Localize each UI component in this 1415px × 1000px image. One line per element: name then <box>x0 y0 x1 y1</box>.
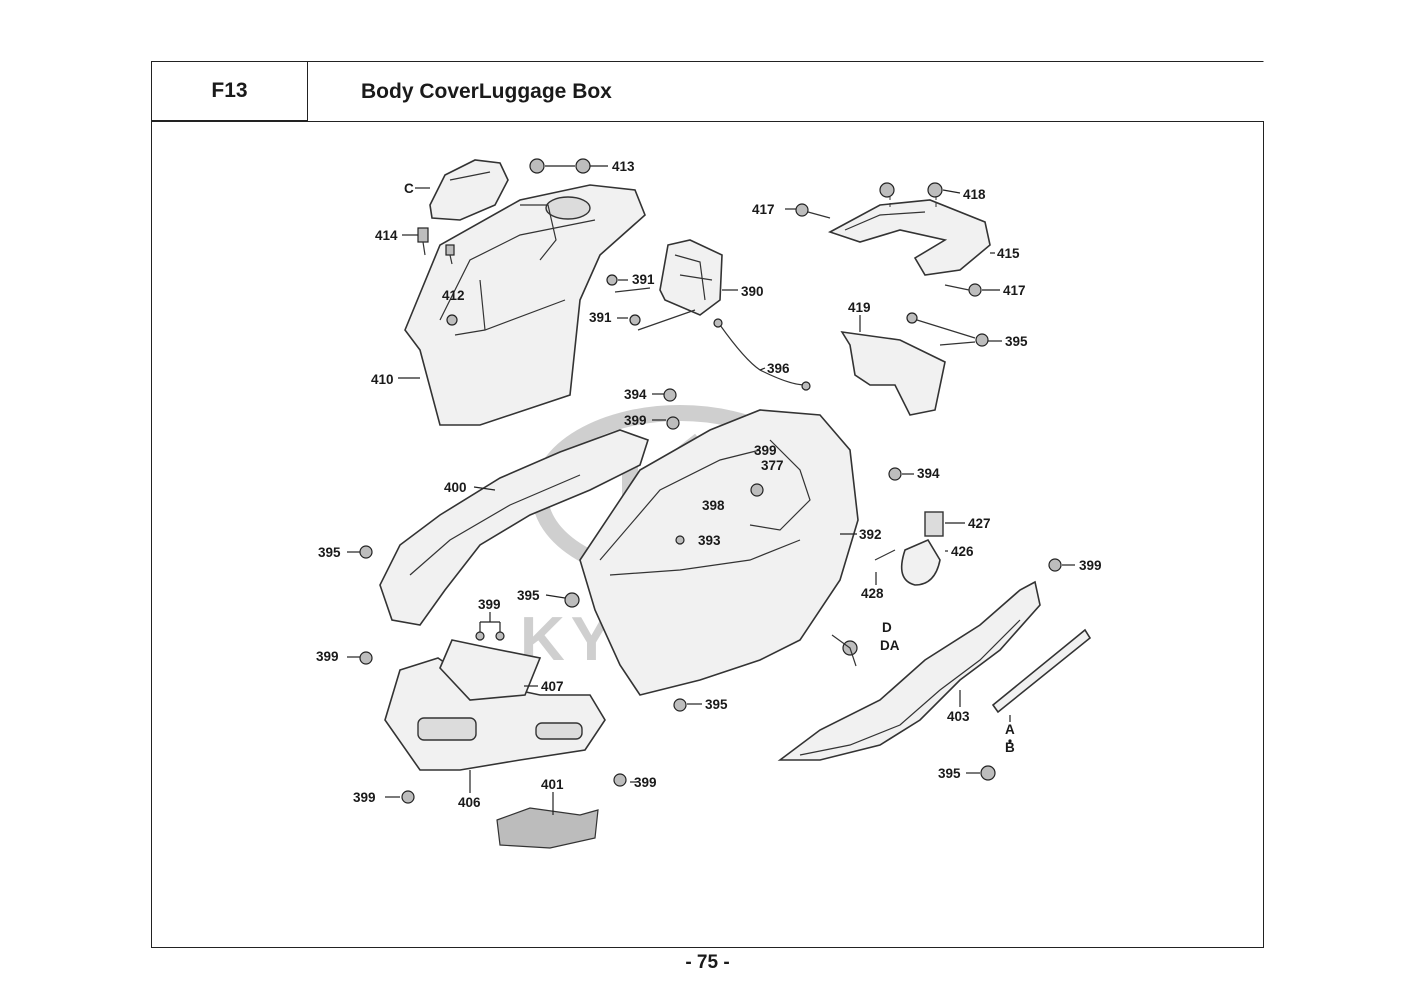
callout-400: 400 <box>444 480 467 495</box>
callout-391-upper: 391 <box>632 272 655 287</box>
callout-394-upper: 394 <box>624 387 647 402</box>
callout-410: 410 <box>371 372 394 387</box>
callout-391-lower: 391 <box>589 310 612 325</box>
hook-426 <box>874 511 944 586</box>
clip-412 <box>446 314 458 326</box>
callout-413: 413 <box>612 159 635 174</box>
callout-395-right-upper: 395 <box>1005 334 1028 349</box>
rear-carrier-415 <box>795 182 991 297</box>
callout-377: 377 <box>761 458 784 473</box>
callout-427: 427 <box>968 516 991 531</box>
callout-B: B <box>1005 740 1015 755</box>
bolt-414 <box>417 227 455 265</box>
callout-399-right: 399 <box>1079 558 1102 573</box>
diagram-frame <box>151 121 1264 948</box>
leader-lines <box>347 165 1075 815</box>
callout-DA: DA <box>880 638 900 653</box>
callout-labels: 413 C 414 412 410 391 391 390 396 418 41… <box>316 159 1102 810</box>
callout-395-lower: 395 <box>705 697 728 712</box>
callout-415: 415 <box>997 246 1020 261</box>
callout-399-bottom-left: 399 <box>353 790 376 805</box>
callout-399-upper: 399 <box>624 413 647 428</box>
callout-395-mid: 395 <box>517 588 540 603</box>
luggage-box-410 <box>404 184 646 426</box>
callout-412: 412 <box>442 288 465 303</box>
callout-398: 398 <box>702 498 725 513</box>
callout-407: 407 <box>541 679 564 694</box>
nut-413 <box>529 158 591 174</box>
callout-393: 393 <box>698 533 721 548</box>
callout-419: 419 <box>848 300 871 315</box>
fasteners <box>564 388 902 712</box>
page-title: Body CoverLuggage Box <box>307 61 1264 122</box>
callout-403: 403 <box>947 709 970 724</box>
callout-426: 426 <box>951 544 974 559</box>
callout-395-bottom-right: 395 <box>938 766 961 781</box>
front-body-cover-392 <box>579 409 859 696</box>
side-cover-400 <box>359 429 649 626</box>
callout-399-bottom-mid: 399 <box>634 775 657 790</box>
callout-D: D <box>882 620 892 635</box>
callout-395-left: 395 <box>318 545 341 560</box>
callout-390: 390 <box>741 284 764 299</box>
lock-D <box>831 634 858 667</box>
callout-394-right: 394 <box>917 466 940 481</box>
side-cover-403 <box>777 558 1062 781</box>
ab-separator-dot <box>1008 739 1012 743</box>
callout-C: C <box>404 181 414 196</box>
callout-392: 392 <box>859 527 882 542</box>
callout-418: 418 <box>963 187 986 202</box>
callout-399-left: 399 <box>316 649 339 664</box>
callout-428: 428 <box>861 586 884 601</box>
strip-AB <box>991 628 1092 714</box>
front-cover-406 <box>359 651 627 804</box>
callout-A: A <box>1005 722 1015 737</box>
callout-417-upper: 417 <box>752 202 775 217</box>
bracket-390 <box>606 239 723 331</box>
callout-417-lower: 417 <box>1003 283 1026 298</box>
callout-401: 401 <box>541 777 564 792</box>
callout-399-mid: 399 <box>754 443 777 458</box>
callout-396: 396 <box>767 361 790 376</box>
section-code: F13 <box>151 61 308 121</box>
callout-414: 414 <box>375 228 398 243</box>
panel-407 <box>439 612 542 701</box>
cable-396 <box>713 318 811 391</box>
callout-399-panel: 399 <box>478 597 501 612</box>
callout-406: 406 <box>458 795 481 810</box>
mesh-401 <box>496 807 599 849</box>
panel-419 <box>840 312 989 416</box>
page-number: - 75 - <box>685 952 730 973</box>
part-cover-C <box>429 159 509 221</box>
